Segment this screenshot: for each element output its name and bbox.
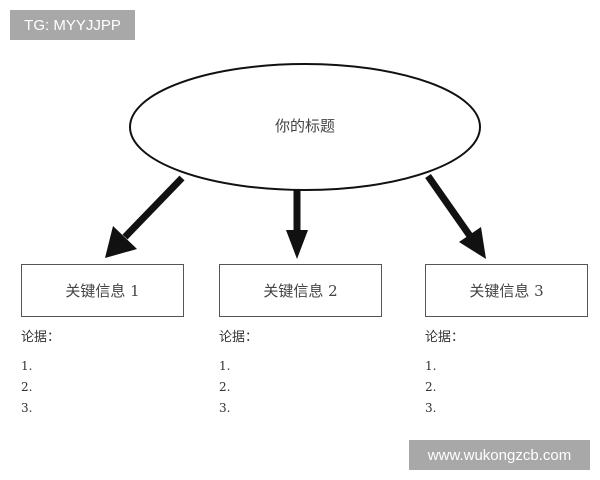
diagram-title: 你的标题 [274, 117, 335, 135]
arrow-right [425, 173, 486, 259]
watermark-top: TG: MYYJJPP [10, 10, 135, 40]
evidence-list-2: 论据： 1. 2. 3. [219, 328, 258, 419]
evidence-item: 2. [425, 380, 437, 394]
watermark-bottom: www.wukongzcb.com [409, 440, 590, 470]
evidence-label: 论据： [425, 330, 465, 345]
key-info-box-1: 关键信息 1 [21, 264, 184, 317]
evidence-label: 论据： [219, 330, 259, 345]
title-ellipse [129, 63, 481, 191]
key-info-box-2: 关键信息 2 [219, 264, 382, 317]
evidence-item: 1. [219, 359, 231, 373]
evidence-label: 论据： [21, 330, 61, 345]
evidence-item: 1. [425, 359, 437, 373]
evidence-item: 3. [425, 401, 437, 415]
evidence-item: 3. [21, 401, 33, 415]
arrow-middle [286, 190, 308, 259]
evidence-item: 1. [21, 359, 33, 373]
key-info-box-3: 关键信息 3 [425, 264, 588, 317]
evidence-item: 2. [219, 380, 231, 394]
evidence-item: 2. [21, 380, 33, 394]
evidence-list-3: 论据： 1. 2. 3. [425, 328, 464, 419]
arrow-left [105, 175, 185, 258]
evidence-list-1: 论据： 1. 2. 3. [21, 328, 60, 419]
evidence-item: 3. [219, 401, 231, 415]
